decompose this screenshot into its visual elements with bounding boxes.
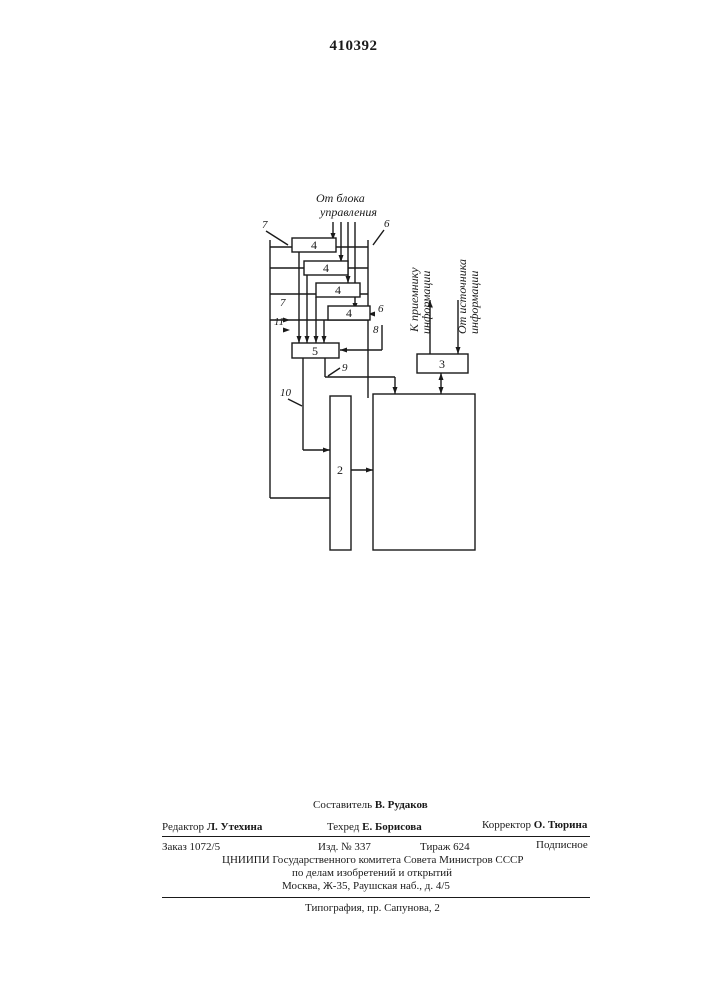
imprint-rule-bottom <box>162 897 590 898</box>
receiver-label: К приемнику информации <box>407 267 433 334</box>
svg-text:7: 7 <box>262 219 268 231</box>
svg-text:4: 4 <box>335 283 341 297</box>
block-4-1: 4 <box>292 238 336 252</box>
compiler-line: Составитель В. Рудаков <box>313 798 428 812</box>
block-4-3: 4 <box>316 283 360 297</box>
institute-line-3: Москва, Ж-35, Раушская наб., д. 4/5 <box>282 879 450 893</box>
edition-number: Изд. № 337 <box>318 840 371 854</box>
techred-field: Техред Е. Борисова <box>327 820 422 834</box>
block-5: 5 <box>292 343 339 358</box>
corrector-name: О. Тюрина <box>534 819 588 831</box>
subscription: Подписное <box>536 838 588 852</box>
svg-text:6: 6 <box>384 218 390 230</box>
circulation: Тираж 624 <box>420 840 470 854</box>
svg-text:5: 5 <box>312 344 318 358</box>
block-4-2: 4 <box>304 261 348 275</box>
source-label: От источника информации <box>455 259 481 334</box>
editor-field: Редактор Л. Утехина <box>162 820 262 834</box>
printing-house: Типография, пр. Сапунова, 2 <box>305 901 440 915</box>
compiler-name: В. Рудаков <box>375 799 428 811</box>
svg-text:От блока: От блока <box>316 191 365 205</box>
block-2: 2 <box>330 396 351 550</box>
svg-text:4: 4 <box>311 238 317 252</box>
svg-text:11: 11 <box>274 316 284 328</box>
svg-text:8: 8 <box>373 324 379 336</box>
editor-name: Л. Утехина <box>207 821 263 833</box>
memory-block <box>373 394 475 550</box>
control-label: От блока управления <box>316 191 377 219</box>
svg-text:2: 2 <box>337 463 343 477</box>
block-3: 3 <box>417 354 468 373</box>
block-4-4: 4 <box>328 306 370 320</box>
svg-text:3: 3 <box>439 357 445 371</box>
svg-text:информации: информации <box>419 271 433 334</box>
svg-text:6: 6 <box>378 303 384 315</box>
svg-text:4: 4 <box>346 306 352 320</box>
techred-label: Техред <box>327 821 359 833</box>
techred-name: Е. Борисова <box>362 821 422 833</box>
editor-label: Редактор <box>162 821 204 833</box>
compiler-label: Составитель <box>313 799 372 811</box>
svg-text:10: 10 <box>280 387 292 399</box>
svg-text:информации: информации <box>467 271 481 334</box>
svg-text:4: 4 <box>323 261 329 275</box>
institute-line-1: ЦНИИПИ Государственного комитета Совета … <box>222 853 524 867</box>
institute-line-2: по делам изобретений и открытий <box>292 866 452 880</box>
imprint-rule-top <box>162 836 590 837</box>
svg-text:7: 7 <box>280 297 286 309</box>
svg-text:управления: управления <box>319 205 377 219</box>
corrector-label: Корректор <box>482 819 531 831</box>
svg-text:9: 9 <box>342 362 348 374</box>
order-number: Заказ 1072/5 <box>162 840 220 854</box>
corrector-field: Корректор О. Тюрина <box>482 818 587 832</box>
